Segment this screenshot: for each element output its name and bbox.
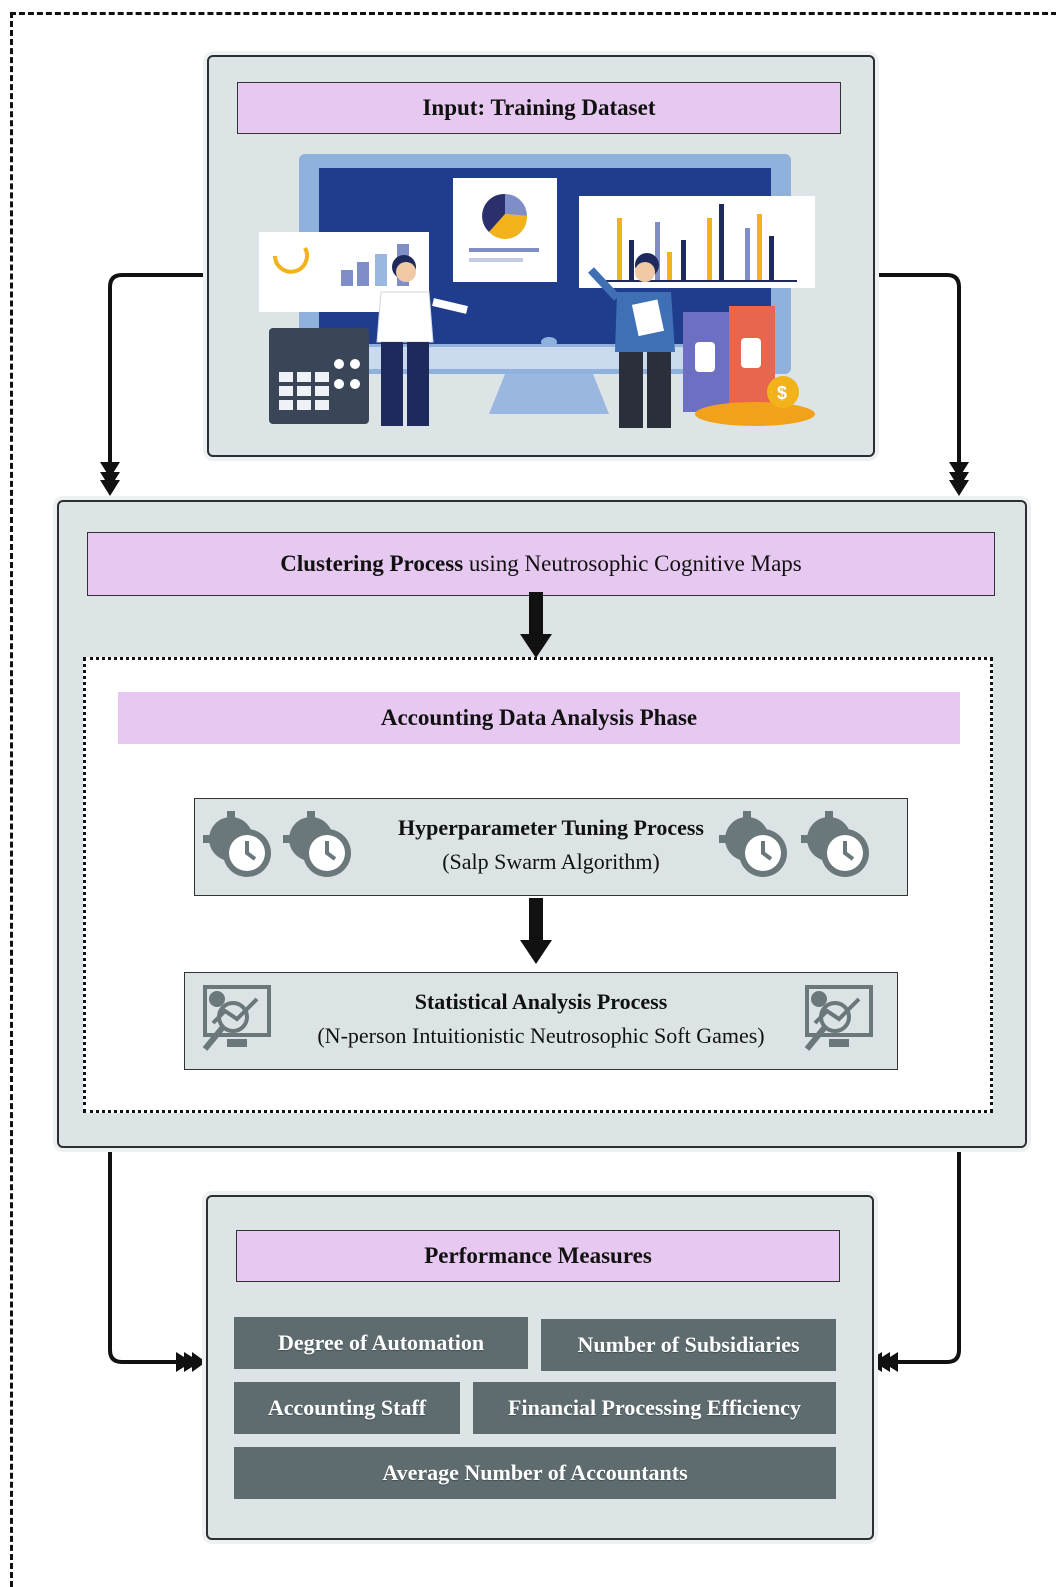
clustering-title: Clustering Process using Neutrosophic Co… [280,551,802,576]
measure-financial-processing-efficiency: Financial Processing Efficiency [473,1382,836,1434]
analysis-title: Accounting Data Analysis Phase [380,705,698,730]
outer-dashed-border [10,12,1056,1587]
statistical-subtitle: (N-person Intuitionistic Neutrosophic So… [317,1023,765,1048]
gear-clock-icon [283,811,351,877]
hyperparameter-tuning-box: Hyperparameter Tuning Process (Salp Swar… [194,798,908,896]
measure-accounting-staff: Accounting Staff [234,1382,460,1434]
gear-clock-icon [203,811,271,877]
analytics-monitor-icon [202,985,271,1051]
measure-number-of-subsidiaries: Number of Subsidiaries [541,1319,836,1371]
hyperparameter-subtitle: (Salp Swarm Algorithm) [442,849,660,874]
svg-text:$: $ [777,383,787,403]
input-title-bar: Input: Training Dataset [237,82,841,134]
input-panel: Input: Training Dataset [207,55,875,457]
analytics-monitor-icon [804,985,873,1051]
performance-title: Performance Measures [424,1243,652,1268]
performance-panel: Performance Measures Degree of Automatio… [206,1195,874,1540]
statistical-title: Statistical Analysis Process [414,989,668,1014]
statistical-analysis-box: Statistical Analysis Process (N-person I… [184,972,898,1070]
measure-average-number-of-accountants: Average Number of Accountants [234,1447,836,1499]
measure-degree-of-automation: Degree of Automation [234,1317,528,1369]
analysis-title-bar: Accounting Data Analysis Phase [118,692,960,744]
business-analytics-illustration: $ [259,154,815,428]
gear-clock-icon [801,811,869,877]
performance-title-bar: Performance Measures [236,1230,840,1282]
hyperparameter-title: Hyperparameter Tuning Process [398,815,704,840]
input-title: Input: Training Dataset [422,95,656,120]
gear-clock-icon [719,811,787,877]
analysis-phase-box: Accounting Data Analysis Phase Hyperpara… [83,657,993,1113]
